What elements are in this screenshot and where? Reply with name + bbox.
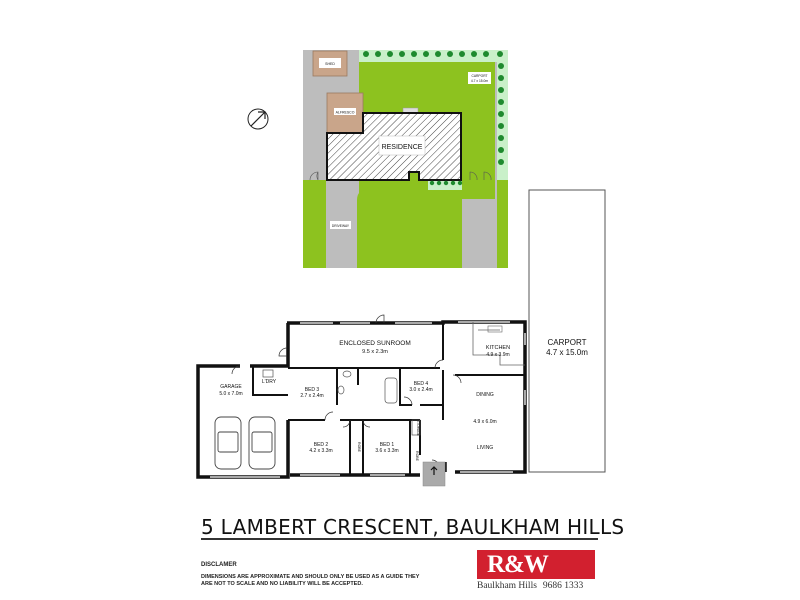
bed1-size: 3.6 x 3.3m xyxy=(375,448,398,454)
car-icon xyxy=(214,416,242,470)
disclaimer-heading: DISCLAMER xyxy=(201,562,237,568)
office-phone: 9686 1333 xyxy=(542,581,584,591)
living-size: 4.9 x 6.0m xyxy=(473,419,496,425)
site-carport-size: 4.7 x 15.0m xyxy=(471,79,488,83)
garage-label: GARAGE xyxy=(220,384,242,390)
bed2-label: BED 2 xyxy=(314,442,329,448)
bed3-size: 2.7 x 2.4m xyxy=(300,393,323,399)
property-address: 5 LAMBERT CRESCENT, BAULKHAM HILLS xyxy=(201,515,625,539)
sunroom-size: 9.5 x 2.3m xyxy=(362,349,388,355)
robe2-label: ROBE xyxy=(415,451,419,462)
front-lawn xyxy=(357,190,462,268)
hedge xyxy=(363,51,504,186)
sunroom-label: ENCLOSED SUNROOM xyxy=(339,340,411,347)
side-lawn xyxy=(303,180,326,268)
residence-label: RESIDENCE xyxy=(382,144,423,151)
laundry-label: L'DRY xyxy=(262,379,277,385)
robe-label: ROBE xyxy=(357,442,361,453)
floor-plan xyxy=(196,189,606,487)
carport xyxy=(528,189,606,473)
bed4-size: 3.0 x 2.4m xyxy=(409,387,432,393)
carport-label: CARPORT xyxy=(548,338,587,347)
office-contact: Baulkham Hills 9686 1333 xyxy=(477,581,583,591)
kitchen-label: KITCHEN xyxy=(486,345,510,351)
car-icon xyxy=(248,416,276,470)
carport-size: 4.7 x 15.0m xyxy=(546,348,588,357)
bed2-size: 4.2 x 3.3m xyxy=(309,448,332,454)
disclaimer-text: DIMENSIONS ARE APPROXIMATE AND SHOULD ON… xyxy=(201,574,420,587)
bed4-label: BED 4 xyxy=(414,381,429,387)
bed1-label: BED 1 xyxy=(380,442,395,448)
title-divider xyxy=(201,538,598,540)
bed3-label: BED 3 xyxy=(305,387,320,393)
site-plan: SHED ALFRESCO RESIDENCE CARPORT 4.7 x 15… xyxy=(303,50,508,268)
dining-label: DINING xyxy=(476,392,494,398)
kitchen-size: 4.9 x 3.9m xyxy=(486,352,509,358)
site-carport-label: CARPORT xyxy=(471,74,487,78)
office-name: Baulkham Hills xyxy=(477,581,537,591)
driveway-label: DRIVEWAY xyxy=(332,224,350,228)
brand-logo-text: R&W xyxy=(487,551,549,578)
garage-size: 5.0 x 7.0m xyxy=(219,391,242,397)
brand-logo: R&W xyxy=(477,550,595,579)
storage-label: STORAGE xyxy=(416,420,420,436)
shed-label: SHED xyxy=(325,62,335,66)
north-arrow-icon xyxy=(247,108,269,130)
alfresco-label: ALFRESCO xyxy=(336,111,355,115)
living-label: LIVING xyxy=(477,445,494,451)
